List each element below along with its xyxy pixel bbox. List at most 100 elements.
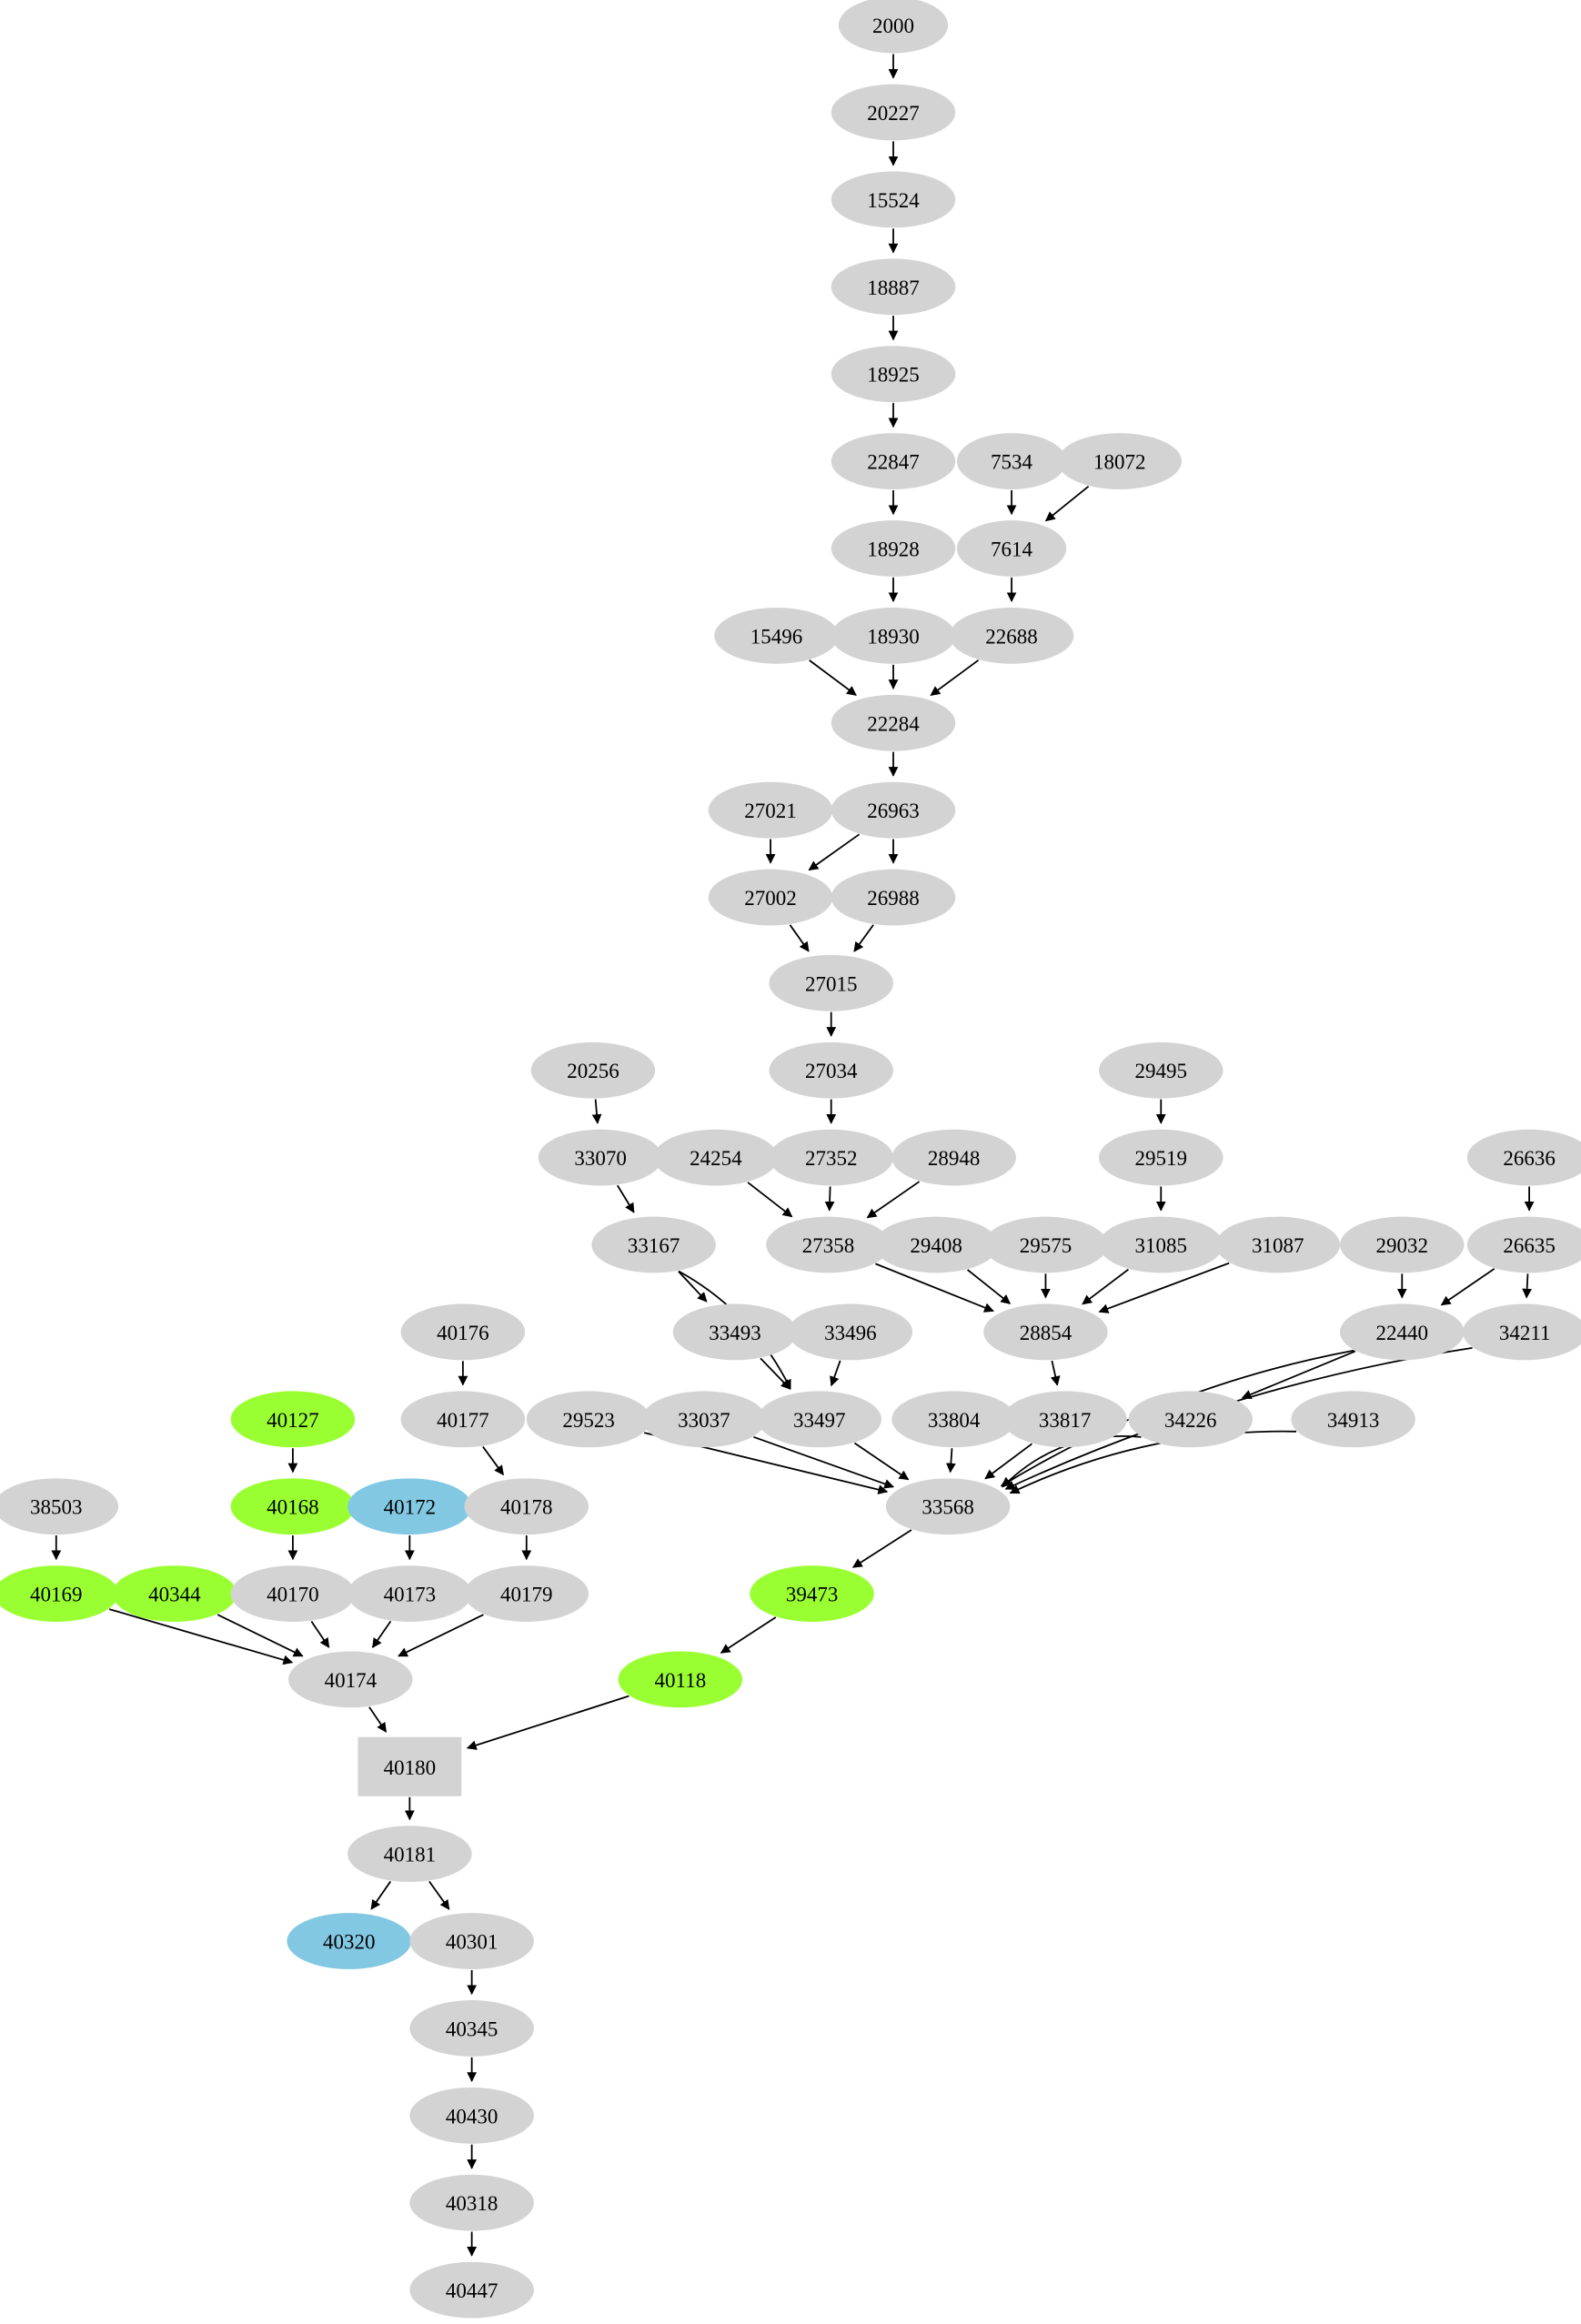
- node-ellipse-shape[interactable]: [1098, 1041, 1224, 1099]
- graph-node[interactable]: 33070: [538, 1129, 663, 1186]
- node-ellipse-shape[interactable]: [1098, 1216, 1224, 1273]
- graph-node[interactable]: 29575: [983, 1216, 1108, 1273]
- graph-node[interactable]: 40301: [409, 1913, 534, 1969]
- graph-node[interactable]: 24254: [653, 1129, 779, 1186]
- graph-node[interactable]: 27034: [769, 1041, 893, 1099]
- graph-node[interactable]: 40127: [230, 1391, 356, 1448]
- node-ellipse-shape[interactable]: [891, 1391, 1016, 1448]
- node-ellipse-shape[interactable]: [230, 1391, 356, 1448]
- node-ellipse-shape[interactable]: [653, 1129, 779, 1186]
- node-ellipse-shape[interactable]: [885, 1478, 1011, 1535]
- graph-node[interactable]: 29495: [1098, 1041, 1224, 1099]
- node-ellipse-shape[interactable]: [672, 1303, 798, 1361]
- node-ellipse-shape[interactable]: [1128, 1391, 1254, 1448]
- node-ellipse-shape[interactable]: [949, 608, 1074, 664]
- graph-node[interactable]: 40320: [287, 1913, 411, 1969]
- node-ellipse-shape[interactable]: [1339, 1303, 1465, 1361]
- graph-node[interactable]: 18887: [831, 258, 956, 316]
- node-ellipse-shape[interactable]: [983, 1216, 1108, 1273]
- node-ellipse-shape[interactable]: [464, 1478, 589, 1535]
- node-ellipse-shape[interactable]: [409, 2000, 534, 2057]
- graph-node[interactable]: 40169: [0, 1565, 119, 1622]
- node-ellipse-shape[interactable]: [0, 1478, 119, 1535]
- graph-node[interactable]: 27021: [708, 781, 833, 839]
- node-ellipse-shape[interactable]: [464, 1565, 589, 1622]
- node-ellipse-shape[interactable]: [1466, 1129, 1581, 1186]
- node-ellipse-shape[interactable]: [1098, 1129, 1224, 1186]
- graph-node[interactable]: 34211: [1462, 1303, 1581, 1361]
- node-ellipse-shape[interactable]: [112, 1565, 237, 1622]
- graph-node[interactable]: 22440: [1339, 1303, 1465, 1361]
- node-ellipse-shape[interactable]: [956, 520, 1067, 577]
- graph-node[interactable]: 33497: [757, 1391, 881, 1448]
- graph-node[interactable]: 27002: [708, 869, 833, 926]
- graph-node[interactable]: 40345: [409, 2000, 534, 2057]
- node-ellipse-shape[interactable]: [526, 1391, 651, 1448]
- node-ellipse-shape[interactable]: [1291, 1391, 1415, 1448]
- graph-node[interactable]: 33496: [788, 1303, 913, 1361]
- node-ellipse-shape[interactable]: [0, 1565, 119, 1622]
- graph-node[interactable]: 22847: [831, 433, 956, 489]
- node-ellipse-shape[interactable]: [708, 781, 833, 839]
- node-ellipse-shape[interactable]: [983, 1303, 1108, 1361]
- graph-node[interactable]: 33817: [1002, 1391, 1127, 1448]
- node-ellipse-shape[interactable]: [1339, 1216, 1465, 1273]
- graph-node[interactable]: 28948: [891, 1129, 1016, 1186]
- graph-node[interactable]: 26988: [831, 869, 956, 926]
- graph-node[interactable]: 40170: [230, 1565, 356, 1622]
- graph-node[interactable]: 31085: [1098, 1216, 1224, 1273]
- node-ellipse-shape[interactable]: [838, 0, 949, 54]
- node-ellipse-shape[interactable]: [831, 781, 956, 839]
- node-ellipse-shape[interactable]: [400, 1303, 526, 1361]
- node-ellipse-shape[interactable]: [641, 1391, 767, 1448]
- node-ellipse-shape[interactable]: [831, 694, 956, 751]
- graph-node[interactable]: 40447: [409, 2261, 534, 2319]
- graph-node[interactable]: 20227: [831, 84, 956, 141]
- graph-node[interactable]: 40173: [347, 1565, 472, 1622]
- node-ellipse-shape[interactable]: [288, 1651, 413, 1708]
- graph-node[interactable]: 40177: [400, 1391, 526, 1448]
- node-ellipse-shape[interactable]: [891, 1129, 1016, 1186]
- graph-node[interactable]: 33804: [891, 1391, 1016, 1448]
- graph-node[interactable]: 26963: [831, 781, 956, 839]
- graph-node[interactable]: 22688: [949, 608, 1074, 664]
- graph-node[interactable]: 27358: [766, 1216, 891, 1273]
- graph-node[interactable]: 34913: [1291, 1391, 1415, 1448]
- graph-node[interactable]: 29408: [873, 1216, 999, 1273]
- graph-node[interactable]: 33568: [885, 1478, 1011, 1535]
- node-ellipse-shape[interactable]: [1462, 1303, 1581, 1361]
- graph-node[interactable]: 38503: [0, 1478, 119, 1535]
- node-ellipse-shape[interactable]: [769, 1041, 893, 1099]
- graph-node[interactable]: 40430: [409, 2087, 534, 2144]
- graph-node[interactable]: 18925: [831, 346, 956, 403]
- graph-node[interactable]: 2000: [838, 0, 949, 54]
- graph-node[interactable]: 40172: [347, 1478, 472, 1535]
- node-ellipse-shape[interactable]: [230, 1478, 356, 1535]
- node-ellipse-shape[interactable]: [873, 1216, 999, 1273]
- node-ellipse-shape[interactable]: [831, 84, 956, 141]
- graph-node[interactable]: 15496: [714, 608, 839, 664]
- graph-node[interactable]: 29519: [1098, 1129, 1224, 1186]
- node-ellipse-shape[interactable]: [766, 1216, 891, 1273]
- graph-node[interactable]: 26635: [1466, 1216, 1581, 1273]
- graph-node[interactable]: 33167: [591, 1216, 716, 1273]
- graph-node[interactable]: 15524: [831, 171, 956, 228]
- node-ellipse-shape[interactable]: [618, 1651, 743, 1708]
- graph-node[interactable]: 33493: [672, 1303, 798, 1361]
- node-ellipse-shape[interactable]: [409, 1913, 534, 1969]
- node-ellipse-shape[interactable]: [287, 1913, 411, 1969]
- node-ellipse-shape[interactable]: [230, 1565, 356, 1622]
- graph-node[interactable]: 33037: [641, 1391, 767, 1448]
- graph-node[interactable]: 18930: [831, 608, 956, 664]
- node-ellipse-shape[interactable]: [538, 1129, 663, 1186]
- graph-node[interactable]: 20256: [530, 1041, 656, 1099]
- node-ellipse-shape[interactable]: [831, 869, 956, 926]
- graph-node[interactable]: 40168: [230, 1478, 356, 1535]
- node-ellipse-shape[interactable]: [347, 1478, 472, 1535]
- graph-node[interactable]: 27352: [769, 1129, 893, 1186]
- node-ellipse-shape[interactable]: [1215, 1216, 1340, 1273]
- graph-node[interactable]: 40178: [464, 1478, 589, 1535]
- graph-node[interactable]: 22284: [831, 694, 956, 751]
- node-ellipse-shape[interactable]: [831, 608, 956, 664]
- graph-node[interactable]: 31087: [1215, 1216, 1340, 1273]
